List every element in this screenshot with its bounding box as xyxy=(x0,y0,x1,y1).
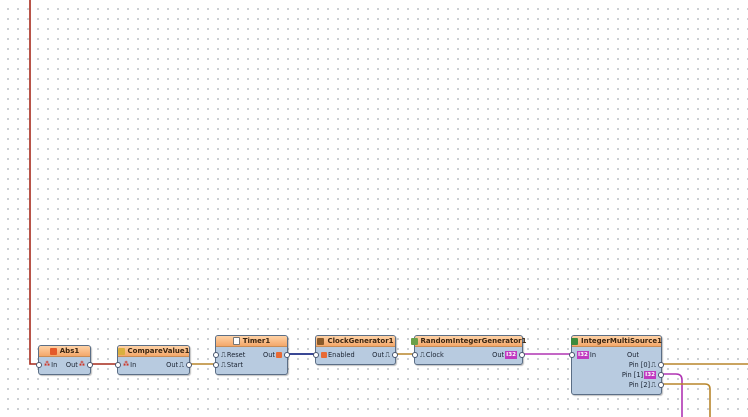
multisource-title-bar[interactable]: IntegerMultiSource1 xyxy=(570,336,663,347)
timer-reset-pin[interactable] xyxy=(213,352,219,358)
multisource-icon xyxy=(570,337,578,345)
integer-type-icon: I32 xyxy=(505,351,517,359)
clock-enabled-pin[interactable] xyxy=(313,352,319,358)
multisource-in-pin[interactable] xyxy=(569,352,575,358)
clock-type-icon: ⎍ xyxy=(420,351,425,359)
timer-reset-label: ⎍ Reset xyxy=(221,351,246,359)
integer-type-icon: I32 xyxy=(577,351,589,359)
clock-type-icon: ⎍ xyxy=(651,361,656,369)
compare-icon xyxy=(117,347,125,355)
wire-feedback-to-abs-in[interactable] xyxy=(29,0,40,365)
random-generator-icon xyxy=(410,337,418,345)
random-out-label: Out I32 xyxy=(492,351,517,359)
random-generator-component[interactable]: RandomIntegerGenerator1 ⎍ Clock Out I32 xyxy=(410,335,527,365)
timer-start-pin[interactable] xyxy=(213,362,219,368)
compare-title-bar[interactable]: CompareValue1 xyxy=(117,346,190,357)
random-clock-label: ⎍ Clock xyxy=(420,351,444,359)
abs-title-bar[interactable]: Abs1 xyxy=(39,346,90,357)
abs-title: Abs1 xyxy=(59,347,80,355)
wire-pin2-out[interactable] xyxy=(661,383,711,417)
abs-icon xyxy=(49,347,57,355)
abs-in-pin[interactable] xyxy=(36,362,42,368)
clock-type-icon: ⎍ xyxy=(385,351,390,359)
multisource-pin2-label: Pin [2] ⎍ xyxy=(628,381,656,389)
multisource-pin1-label: Pin [1] I32 xyxy=(621,371,656,379)
compare-out-pin[interactable] xyxy=(186,362,192,368)
multisource-pin1-out[interactable] xyxy=(658,372,664,378)
compare-in-pin[interactable] xyxy=(115,362,121,368)
multisource-pin2-out[interactable] xyxy=(658,382,664,388)
clock-generator-title: ClockGenerator1 xyxy=(327,337,394,345)
clock-out-pin[interactable] xyxy=(392,352,398,358)
abs-in-label: ⁂ In xyxy=(44,361,58,369)
multisource-out-group-label: Out xyxy=(627,351,639,359)
multisource-in-label: I32 In xyxy=(577,351,596,359)
clock-type-icon: ⎍ xyxy=(221,361,226,369)
clock-generator-component[interactable]: ClockGenerator1 Enabled Out ⎍ xyxy=(313,335,398,365)
compare-out-label: Out ⎍ xyxy=(166,361,184,369)
integer-type-icon: I32 xyxy=(644,371,656,379)
timer-component[interactable]: Timer1 ⎍ Reset ⎍ Start Out xyxy=(213,335,290,375)
random-clock-pin[interactable] xyxy=(412,352,418,358)
abs-component[interactable]: Abs1 ⁂ In Out ⁂ xyxy=(36,345,93,375)
clock-generator-title-bar[interactable]: ClockGenerator1 xyxy=(316,336,395,347)
clock-enabled-label: Enabled xyxy=(320,351,355,359)
timer-start-label: ⎍ Start xyxy=(221,361,244,369)
random-generator-title: RandomIntegerGenerator1 xyxy=(420,337,527,345)
analog-type-icon: ⁂ xyxy=(44,361,51,368)
compare-component[interactable]: CompareValue1 ⁂ In Out ⎍ xyxy=(115,345,192,375)
clock-out-label: Out ⎍ xyxy=(372,351,390,359)
clock-type-icon: ⎍ xyxy=(651,381,656,389)
timer-out-pin[interactable] xyxy=(284,352,290,358)
timer-icon xyxy=(232,337,240,345)
clock-generator-icon xyxy=(317,337,325,345)
boolean-type-icon xyxy=(321,352,327,358)
random-out-pin[interactable] xyxy=(519,352,525,358)
compare-title: CompareValue1 xyxy=(127,347,190,355)
timer-out-label: Out xyxy=(263,351,283,359)
clock-type-icon: ⎍ xyxy=(221,351,226,359)
compare-in-label: ⁂ In xyxy=(123,361,137,369)
multisource-component[interactable]: IntegerMultiSource1 I32 In Out Pin [0] ⎍… xyxy=(569,335,664,395)
multisource-pin0-label: Pin [0] ⎍ xyxy=(628,361,656,369)
random-generator-title-bar[interactable]: RandomIntegerGenerator1 xyxy=(410,336,527,347)
multisource-title: IntegerMultiSource1 xyxy=(580,337,663,345)
boolean-type-icon xyxy=(276,352,282,358)
analog-type-icon: ⁂ xyxy=(78,361,85,368)
abs-out-label: Out ⁂ xyxy=(65,361,85,369)
multisource-pin0-out[interactable] xyxy=(658,362,664,368)
analog-type-icon: ⁂ xyxy=(123,361,130,368)
timer-title: Timer1 xyxy=(242,337,271,345)
timer-title-bar[interactable]: Timer1 xyxy=(216,336,287,347)
clock-type-icon: ⎍ xyxy=(179,361,184,369)
wire-pin1-out[interactable] xyxy=(661,373,683,417)
abs-out-pin[interactable] xyxy=(87,362,93,368)
